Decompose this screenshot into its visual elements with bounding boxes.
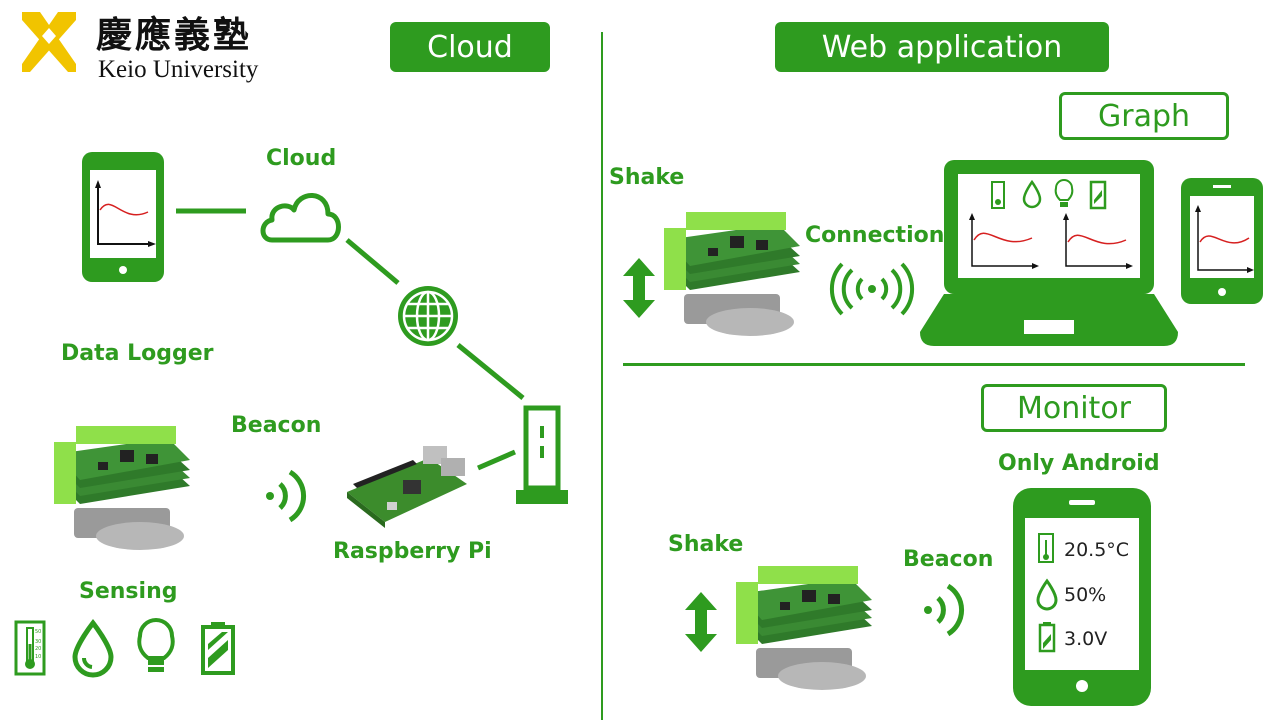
- beacon-label: Beacon: [231, 413, 322, 438]
- temperature-reading: 20.5°C: [1064, 539, 1130, 561]
- thermometer-scale-30: 30: [35, 639, 41, 645]
- android-phone-icon: [1013, 488, 1151, 706]
- only-android-label: Only Android: [998, 451, 1160, 476]
- router-icon: [516, 405, 568, 504]
- beacon-signal-icon-right: [924, 583, 965, 637]
- shake-label-bottom: Shake: [668, 532, 744, 557]
- shake-label-top: Shake: [609, 165, 685, 190]
- cloud-header: Cloud: [390, 22, 550, 72]
- shake-arrow-icon-bottom: [685, 592, 717, 652]
- sensor-device-image-bottom: [736, 566, 872, 690]
- shake-arrow-icon-top: [623, 258, 655, 318]
- battery-icon: [201, 622, 235, 675]
- thermometer-scale-10: 10: [35, 654, 41, 660]
- vertical-divider: [601, 32, 603, 720]
- sensing-label: Sensing: [79, 579, 178, 604]
- sensor-device-image: [54, 426, 190, 550]
- light-bulb-icon: [137, 618, 175, 672]
- globe-icon: [398, 286, 458, 346]
- keio-logo-kanji: 慶應義塾: [96, 14, 253, 56]
- voltage-reading: 3.0V: [1064, 628, 1108, 650]
- beacon-label-right: Beacon: [903, 547, 994, 572]
- smartphone-icon-right: [1181, 178, 1263, 304]
- data-logger-label: Data Logger: [61, 341, 214, 366]
- monitor-header: Monitor: [981, 384, 1167, 432]
- sensor-device-image-top: [664, 212, 800, 336]
- raspberry-pi-image: [347, 446, 467, 528]
- humidity-reading: 50%: [1064, 584, 1107, 606]
- keio-logo-pen-icon: [22, 12, 76, 72]
- raspberry-pi-label: Raspberry Pi: [333, 539, 492, 564]
- smartphone-icon: [82, 152, 164, 282]
- graph-header: Graph: [1059, 92, 1229, 140]
- web-application-header: Web application: [775, 22, 1109, 72]
- thermometer-icon: 50 30 20 10: [14, 620, 46, 676]
- network-lines: [176, 208, 525, 471]
- keio-logo-english: Keio University: [98, 56, 259, 83]
- cloud-label: Cloud: [266, 146, 337, 171]
- connection-label: Connection: [805, 223, 945, 248]
- thermometer-scale-20: 20: [35, 646, 41, 652]
- horizontal-divider: [623, 363, 1245, 366]
- connection-signal-icon: [829, 262, 915, 316]
- beacon-signal-icon: [266, 469, 307, 523]
- laptop-icon: [920, 160, 1178, 346]
- thermometer-scale-50: 50: [35, 629, 41, 635]
- cloud-icon: [260, 193, 341, 243]
- water-drop-icon: [72, 618, 114, 678]
